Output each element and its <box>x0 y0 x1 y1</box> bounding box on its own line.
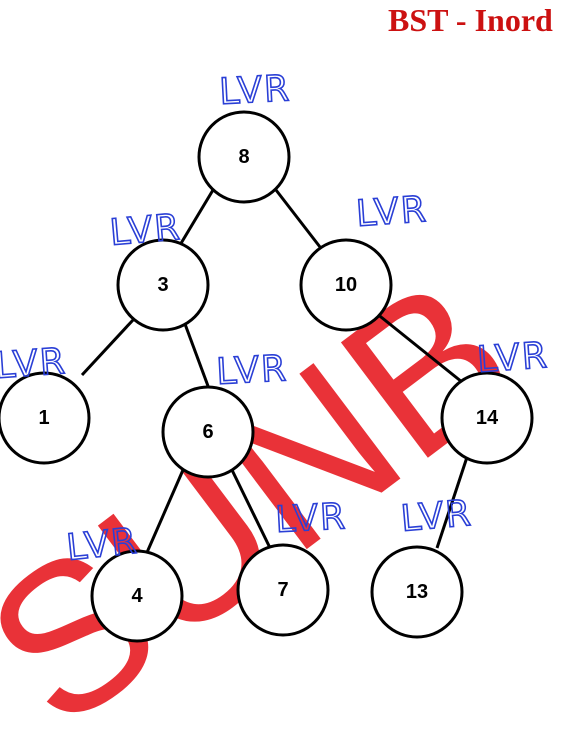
tree-node-7: 7 <box>236 543 330 637</box>
edge-6-4 <box>143 469 185 558</box>
edge-8-3 <box>178 189 215 246</box>
node-label: 7 <box>277 579 288 601</box>
node-label: 10 <box>335 274 357 296</box>
page-title: BST - Inord <box>388 2 553 38</box>
node-label: 13 <box>406 581 428 603</box>
annotation-lvr: LVR <box>215 348 289 393</box>
edge-10-14 <box>375 311 463 384</box>
tree-node-3: 3 <box>116 238 210 332</box>
node-label: 3 <box>157 274 168 296</box>
edge-3-1 <box>80 318 135 377</box>
annotation-lvr: LVR <box>218 68 292 113</box>
tree-node-4: 4 <box>90 549 184 643</box>
annotation-lvr: LVR <box>108 207 183 254</box>
edge-3-6 <box>183 323 210 387</box>
edge-14-13 <box>435 441 474 549</box>
watermark-text: SUNB <box>0 232 553 736</box>
node-label: 6 <box>202 421 213 443</box>
node-label: 4 <box>131 585 143 607</box>
tree-node-8: 8 <box>197 110 291 204</box>
annotation-lvr: LVR <box>399 493 474 540</box>
handwritten-annotations: LVR LVR LVR LVR LVR LVR LVR LVR LVR <box>0 67 551 569</box>
annotation-lvr: LVR <box>0 341 68 387</box>
annotation-lvr: LVR <box>65 521 141 569</box>
tree-node-1: 1 <box>0 371 91 465</box>
node-label: 14 <box>476 407 499 429</box>
edge-8-10 <box>274 189 322 248</box>
tree-node-6: 6 <box>161 385 255 479</box>
tree-edges <box>80 189 474 558</box>
tree-node-14: 14 <box>440 371 534 465</box>
node-label: 1 <box>38 407 49 429</box>
node-label: 8 <box>238 146 249 168</box>
annotation-lvr: LVR <box>274 496 348 541</box>
annotation-lvr: LVR <box>355 189 429 235</box>
tree-node-10: 10 <box>299 238 393 332</box>
annotation-lvr: LVR <box>476 335 550 381</box>
tree-node-13: 13 <box>370 545 464 639</box>
edge-6-7 <box>230 469 274 553</box>
